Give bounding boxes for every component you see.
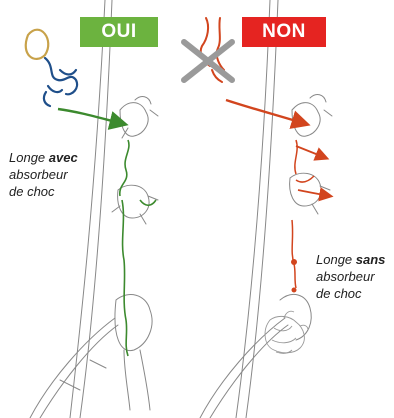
caption-without-absorber: Longe sans absorbeur de choc	[316, 251, 385, 302]
caption-line: absorbeur	[9, 166, 78, 183]
caption-prefix: Longe	[316, 252, 356, 267]
shock-absorber-lanyard	[26, 30, 77, 106]
caption-prefix: Longe	[9, 150, 49, 165]
red-lanyard-path	[292, 140, 314, 288]
caption-emphasis: avec	[49, 150, 78, 165]
caption-line: de choc	[9, 183, 78, 200]
arrow-right-icon	[298, 190, 330, 196]
caption-emphasis: sans	[356, 252, 386, 267]
green-lanyard-path	[120, 140, 156, 356]
red-connector	[292, 288, 297, 293]
no-badge: NON	[242, 17, 326, 47]
arrow-right-icon	[296, 146, 326, 158]
fallen-climber-sketch	[265, 311, 308, 353]
caption-with-absorber: Longe avec absorbeur de choc	[9, 149, 78, 200]
arrow-right-icon	[226, 100, 306, 124]
x-mark-icon	[184, 42, 232, 80]
caption-line: de choc	[316, 285, 385, 302]
arrow-right-icon	[58, 109, 124, 124]
caption-line: absorbeur	[316, 268, 385, 285]
yes-badge: OUI	[80, 17, 158, 47]
red-connector	[291, 259, 297, 265]
